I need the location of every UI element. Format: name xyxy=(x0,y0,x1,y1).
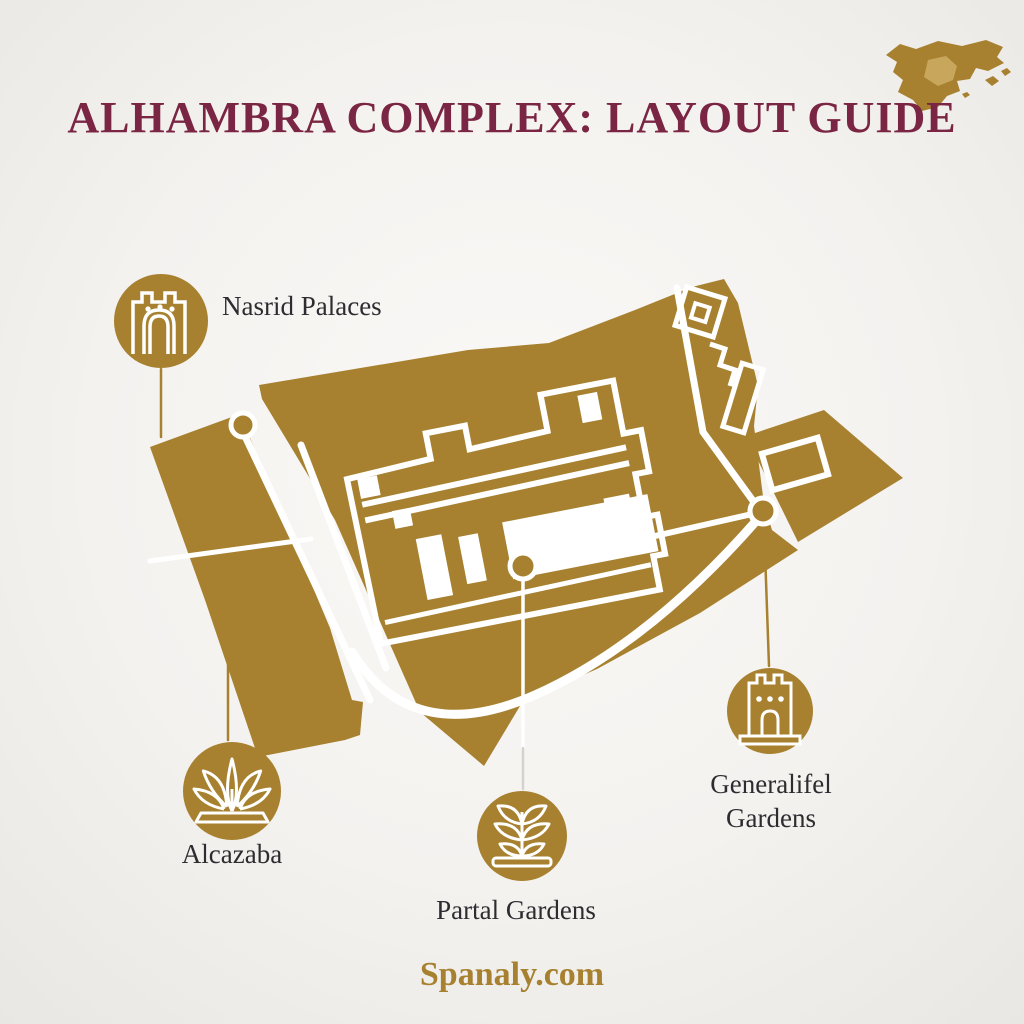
lotus-icon xyxy=(183,742,281,840)
map-right-strip xyxy=(671,283,832,494)
spain-map-icon xyxy=(886,40,1011,111)
tower-icon xyxy=(727,668,813,754)
alhambra-site-map xyxy=(147,279,903,791)
map-curved-path xyxy=(347,515,762,719)
plant-icon xyxy=(477,791,567,881)
spain-highlight-region xyxy=(924,56,957,86)
map-left-wing xyxy=(150,414,363,757)
marker-dot-partal xyxy=(507,550,539,582)
marker-dots xyxy=(228,410,779,582)
marker-dot-nasrid xyxy=(228,410,258,440)
gate-icon xyxy=(114,274,208,368)
page-title: ALHAMBRA COMPLEX: LAYOUT GUIDE xyxy=(67,93,957,142)
map-courtyards xyxy=(357,391,659,601)
site-link[interactable]: Spanaly.com xyxy=(419,956,605,993)
map-fortress xyxy=(343,377,669,648)
label-generalife-gardens: Generalifel Gardens xyxy=(710,769,832,833)
marker-dot-generalife xyxy=(747,495,779,527)
label-partal-gardens: Partal Gardens xyxy=(436,895,596,925)
label-alcazaba: Alcazaba xyxy=(181,839,283,869)
connector-lines xyxy=(159,367,771,791)
label-nasrid-palaces: Nasrid Palaces xyxy=(222,291,382,321)
